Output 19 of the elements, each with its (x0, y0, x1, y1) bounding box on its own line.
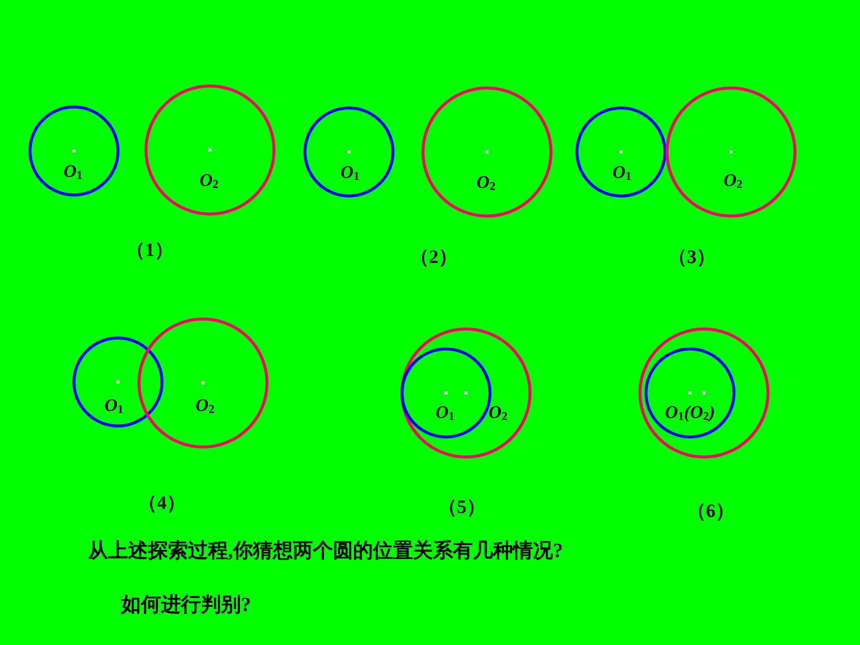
center-label: O$_{2}$ (476, 172, 496, 192)
question-text: 从上述探索过程,你猜想两个圆的位置关系有几种情况? (88, 541, 563, 561)
center-label: O$_{1}$(O$_{2}$) (665, 402, 715, 422)
center-label: O$_{1}$ (340, 162, 360, 182)
figure-number: （4） (138, 494, 186, 512)
figure-number: （5） (438, 498, 486, 516)
figure-number: （1） (126, 240, 174, 260)
center-label: O$_{1}$ (64, 162, 82, 180)
question-text: 如何进行判别? (121, 595, 251, 615)
figure-number: （2） (410, 248, 458, 266)
center-label: O$_{2}$ (200, 170, 218, 190)
center-label: O$_{1}$ (612, 162, 632, 182)
center-label: O$_{2}$ (196, 396, 214, 414)
center-label: O$_{1}$ (104, 396, 124, 414)
center-label: O$_{2}$ (488, 402, 508, 422)
figure-number: （3） (668, 248, 716, 266)
center-label: O$_{2}$ (724, 170, 742, 190)
center-label: O$_{1}$ (436, 402, 454, 422)
figure-number: （6） (687, 502, 734, 520)
